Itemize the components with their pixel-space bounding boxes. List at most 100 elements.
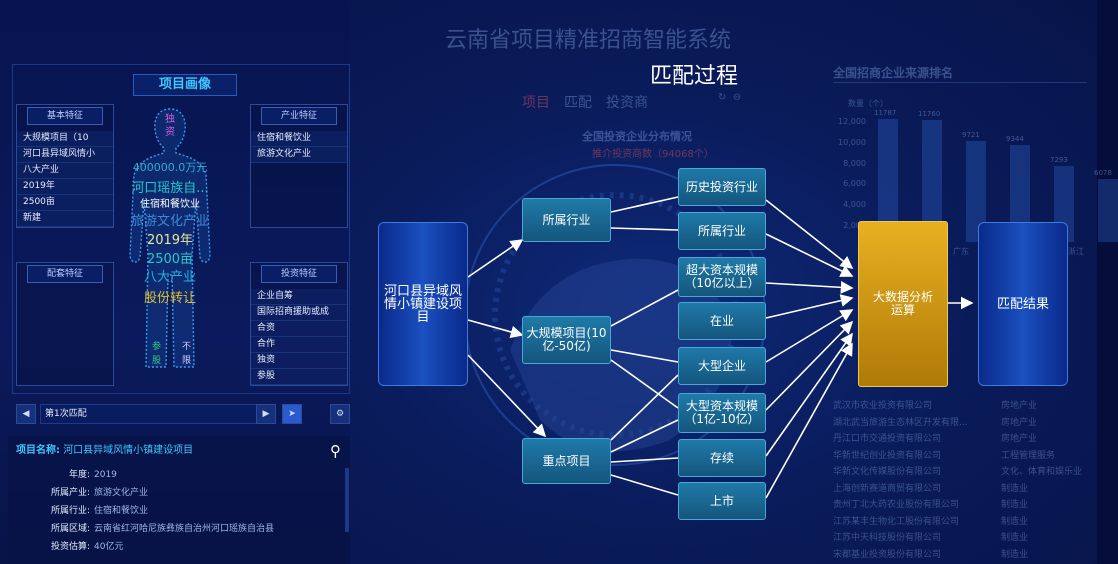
feature-industry[interactable]: 所属行业 bbox=[678, 212, 766, 250]
company-name: 江苏中天科技股份有限公司 bbox=[833, 533, 942, 543]
figure-text: 400000.0万元 bbox=[132, 161, 208, 174]
settings-button[interactable]: ⚙ bbox=[330, 404, 350, 424]
invest-feature-section: 投资特征 企业自筹国际招商援助或成合资合作独资参股 bbox=[250, 262, 348, 386]
match-result-node[interactable]: 匹配结果 bbox=[978, 222, 1068, 386]
feature-large-capital[interactable]: 大型资本规模（1亿-10亿） bbox=[678, 393, 766, 433]
basic-feature-item: 2019年 bbox=[17, 179, 113, 195]
rank-bar-label: 11760 bbox=[918, 109, 941, 118]
arrow-source-key bbox=[467, 354, 547, 438]
rank-tick: 8,000 bbox=[843, 158, 866, 168]
figure-text: 不 bbox=[182, 342, 192, 352]
feature-survive[interactable]: 存续 bbox=[678, 439, 766, 477]
figure-text: 参 bbox=[152, 342, 162, 352]
basic-feature-item: 新建 bbox=[17, 211, 113, 227]
figure-text: 2500亩 bbox=[146, 252, 194, 267]
arrow-source-scale bbox=[467, 319, 524, 339]
company-name: 华新世纪创业投资有限公司 bbox=[833, 450, 942, 461]
mid-node-key-project[interactable]: 重点项目 bbox=[522, 438, 611, 484]
feature-active[interactable]: 在业 bbox=[678, 302, 766, 340]
company-name: 上海创新赛道商贸有限公司 bbox=[833, 483, 942, 494]
feature-listed[interactable]: 上市 bbox=[678, 482, 766, 520]
basic-feature-item: 2500亩 bbox=[17, 195, 113, 211]
info-key: 所属行业: bbox=[50, 506, 90, 516]
figure-text: 限 bbox=[182, 356, 192, 366]
feature-large-enterprise[interactable]: 大型企业 bbox=[678, 347, 766, 385]
rank-bar bbox=[922, 119, 942, 242]
info-value: 2019 bbox=[94, 470, 117, 480]
rank-tick: 12,000 bbox=[838, 117, 866, 126]
arrow-f8-engine bbox=[765, 342, 853, 499]
map-title: 全国投资企业分布情况 bbox=[582, 130, 692, 143]
info-row: 所属行业:住宿和餐饮业 bbox=[8, 502, 350, 520]
figure-text: 2019年 bbox=[146, 233, 194, 248]
info-key: 投资估算: bbox=[50, 542, 90, 552]
prev-match-button[interactable]: ◀ bbox=[16, 404, 36, 424]
company-name: 湖北武当旅游生态林区开发有限... bbox=[833, 417, 968, 428]
system-title: 云南省项目精准招商智能系统 bbox=[445, 28, 732, 53]
company-row: 宋都基业投资股份有限公司制造业 bbox=[833, 547, 1093, 564]
search-icon[interactable]: ⚲ bbox=[330, 442, 341, 460]
company-row: 江苏某丰生物化工股份有限公司制造业 bbox=[833, 514, 1093, 531]
rank-divider bbox=[833, 82, 1087, 83]
feature-super-capital[interactable]: 超大资本规模（10亿以上） bbox=[678, 257, 766, 297]
figure-text: 河口瑶族自... bbox=[131, 181, 209, 196]
back-icon[interactable]: ⊖ bbox=[732, 92, 742, 103]
industry-feature-list: 住宿和餐饮业旅游文化产业 bbox=[251, 131, 347, 163]
rank-title: 全国招商企业来源排名 bbox=[833, 66, 954, 80]
industry-feature-title: 产业特征 bbox=[261, 107, 337, 125]
rank-tick: 2,000 bbox=[843, 220, 866, 230]
portrait-figure: 独 资 400000.0万元 河口瑶族自... 住宿和餐饮业 旅游文化产业 20… bbox=[120, 105, 220, 375]
info-row: 所属区域:云南省红河哈尼族彝族自治州河口瑶族自治县 bbox=[8, 520, 350, 538]
company-row: 丹江口市交通投资有限公司房地产业 bbox=[833, 431, 1093, 448]
company-type: 制造业 bbox=[1001, 516, 1029, 527]
arrow-f7-engine bbox=[765, 332, 853, 457]
info-row: 所属产业:旅游文化产业 bbox=[8, 484, 350, 502]
company-type: 制造业 bbox=[1001, 500, 1029, 510]
arrow-f4-engine bbox=[765, 294, 854, 319]
portrait-frame bbox=[12, 64, 350, 394]
company-row: 湖北武当旅游生态林区开发有限...房地产业 bbox=[833, 415, 1093, 432]
arrow-f3-engine bbox=[765, 280, 854, 294]
company-row: 华新世纪创业投资有限公司工程管理服务 bbox=[833, 448, 1093, 465]
company-type: 房地产业 bbox=[1001, 401, 1038, 411]
figure-text: 独 bbox=[165, 114, 175, 125]
industry-feature-item: 旅游文化产业 bbox=[251, 147, 347, 163]
rank-bar bbox=[1010, 144, 1030, 242]
company-row: 贵州丁北大药农业股份有限公司制造业 bbox=[833, 497, 1093, 514]
info-scrollbar[interactable] bbox=[345, 468, 349, 532]
info-key: 所属区域: bbox=[50, 524, 90, 534]
arrow-f6-engine bbox=[765, 320, 854, 411]
mid-node-industry[interactable]: 所属行业 bbox=[522, 198, 611, 242]
basic-feature-title: 基本特征 bbox=[27, 107, 103, 125]
bg-tab-match[interactable]: 匹配 bbox=[564, 95, 592, 111]
chevron-left-icon: ◀ bbox=[22, 409, 30, 419]
industry-feature-section: 产业特征 住宿和餐饮业旅游文化产业 bbox=[250, 104, 348, 228]
rank-bar bbox=[1098, 178, 1118, 242]
bg-tab-investor[interactable]: 投资商 bbox=[606, 95, 648, 111]
send-icon: ➤ bbox=[288, 409, 296, 419]
rank-bar bbox=[878, 119, 898, 242]
feature-history-industry[interactable]: 历史投资行业 bbox=[678, 168, 766, 206]
invest-feature-title: 投资特征 bbox=[261, 265, 337, 283]
next-match-button[interactable]: ▶ bbox=[256, 404, 276, 424]
source-project-node[interactable]: 河口县异域风情小镇建设项目 bbox=[378, 222, 468, 386]
company-type: 房地产业 bbox=[1001, 434, 1038, 444]
arrow-f2-engine bbox=[765, 233, 854, 277]
invest-feature-item: 合资 bbox=[251, 321, 347, 337]
refresh-icon[interactable]: ↻ bbox=[718, 92, 727, 103]
bg-tabs: 项目 匹配 投资商 bbox=[522, 92, 648, 112]
bigdata-engine-node[interactable]: 大数据分析运算 bbox=[858, 221, 948, 387]
send-button[interactable]: ➤ bbox=[282, 404, 302, 424]
support-feature-title: 配套特征 bbox=[27, 265, 103, 283]
company-row: 华新文化传媒股份有限公司文化、体育和娱乐业 bbox=[833, 464, 1093, 481]
match-select[interactable]: 第1次匹配 bbox=[40, 404, 268, 424]
company-type: 文化、体育和娱乐业 bbox=[1001, 467, 1083, 477]
mid-node-scale[interactable]: 大规模项目(10亿-50亿) bbox=[522, 316, 611, 364]
bg-tab-project[interactable]: 项目 bbox=[522, 95, 550, 111]
company-row: 上海创新赛道商贸有限公司制造业 bbox=[833, 481, 1093, 498]
company-name: 宋都基业投资股份有限公司 bbox=[833, 549, 942, 560]
portrait-title: 项目画像 bbox=[158, 77, 211, 92]
arrow-f5-engine bbox=[765, 309, 854, 363]
